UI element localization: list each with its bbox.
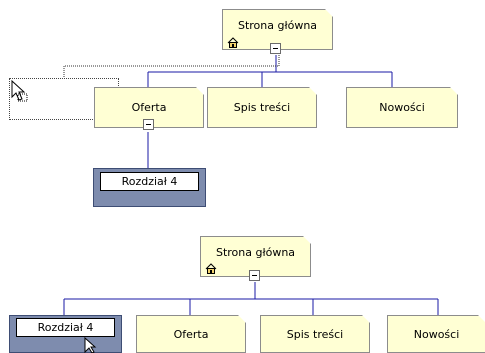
top-node-spis-tresci-label: Spis treści: [233, 101, 291, 114]
top-node-nowosci[interactable]: Nowości: [346, 87, 458, 128]
arrow-cursor-icon: [84, 337, 97, 353]
bottom-node-spis-tresci-label: Spis treści: [286, 327, 344, 341]
bottom-root-label: Strona główna: [215, 246, 296, 259]
bottom-node-rozdzial-4-label: Rozdział 4: [37, 321, 94, 334]
top-root-collapse-toggle[interactable]: [270, 43, 281, 54]
bottom-root-collapse-toggle[interactable]: [249, 270, 260, 281]
top-root-label: Strona główna: [237, 19, 318, 32]
top-node-spis-tresci[interactable]: Spis treści: [207, 87, 317, 128]
top-node-nowosci-label: Nowości: [379, 101, 425, 114]
home-icon: [227, 37, 239, 48]
bottom-node-nowosci[interactable]: Nowości: [387, 315, 485, 353]
home-icon: [205, 263, 217, 274]
bottom-node-oferta-label: Oferta: [173, 327, 209, 341]
top-oferta-collapse-toggle[interactable]: [143, 119, 154, 130]
bottom-node-rozdzial-4[interactable]: Rozdział 4: [16, 318, 115, 337]
bottom-node-spis-tresci[interactable]: Spis treści: [260, 315, 370, 353]
top-node-oferta-label: Oferta: [131, 101, 167, 114]
bottom-node-oferta[interactable]: Oferta: [136, 315, 246, 353]
arrow-cursor-icon: [11, 80, 28, 102]
top-node-rozdzial-4-label: Rozdział 4: [121, 175, 178, 188]
bottom-node-nowosci-label: Nowości: [413, 327, 460, 341]
top-node-rozdzial-4[interactable]: Rozdział 4: [100, 172, 199, 191]
